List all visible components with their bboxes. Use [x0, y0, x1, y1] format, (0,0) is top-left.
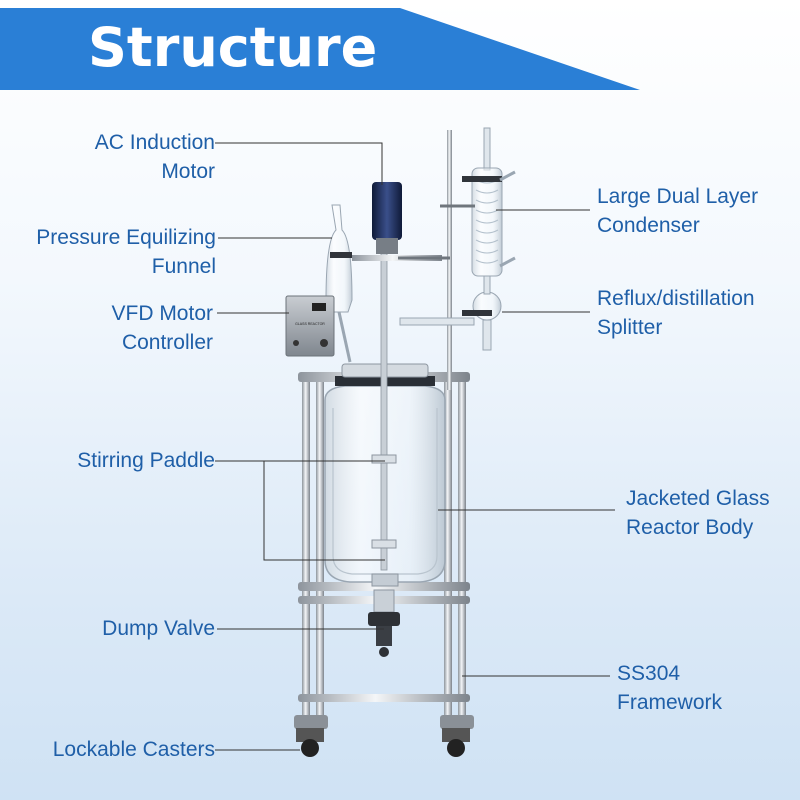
page-title: Structure: [88, 16, 378, 79]
casters: [296, 728, 470, 757]
controller-panel-text: GLASS REACTOR: [295, 322, 325, 326]
label-line: Pressure Equilizing: [36, 226, 216, 249]
label-line: Splitter: [597, 316, 663, 339]
reflux-distillation-splitter: [399, 275, 502, 351]
label-dump-valve: Dump Valve: [102, 617, 215, 640]
label-line: Funnel: [151, 255, 216, 278]
label-line: Reactor Body: [626, 516, 754, 539]
label-ac-induction-motor: AC Induction Motor: [40, 128, 215, 186]
label-line: Condenser: [597, 214, 700, 237]
pressure-equalizing-funnel: [325, 204, 353, 363]
support-rod: [447, 130, 452, 390]
label-line: SS304: [617, 662, 681, 685]
label-line: Motor: [161, 160, 215, 183]
label-condenser: Large Dual Layer Condenser: [597, 182, 758, 240]
label-reactor-body: Jacketed Glass Reactor Body: [626, 484, 770, 542]
dual-layer-condenser: [462, 127, 516, 277]
label-vfd-controller: VFD Motor Controller: [40, 299, 213, 357]
label-line: Reflux/distillation: [597, 287, 755, 310]
dump-valve: [368, 589, 400, 657]
stirring-paddle: [380, 249, 388, 571]
label-framework: SS304 Framework: [617, 659, 722, 717]
ac-induction-motor: [352, 182, 442, 261]
label-stirring-paddle: Stirring Paddle: [77, 449, 215, 472]
leader-lines: [215, 142, 615, 751]
banner-shape: [0, 8, 640, 90]
label-pressure-funnel: Pressure Equilizing Funnel: [0, 223, 216, 281]
label-lockable-casters: Lockable Casters: [52, 738, 215, 761]
label-line: VFD Motor: [111, 302, 213, 325]
label-line: Jacketed Glass: [626, 487, 770, 510]
label-line: Controller: [121, 331, 213, 354]
title-banner: [0, 8, 640, 90]
label-splitter: Reflux/distillation Splitter: [597, 284, 755, 342]
vfd-controller: GLASS REACTOR: [285, 295, 335, 357]
label-line: Framework: [617, 691, 723, 714]
label-line: Large Dual Layer: [597, 185, 759, 208]
label-line: AC Induction: [94, 131, 215, 154]
